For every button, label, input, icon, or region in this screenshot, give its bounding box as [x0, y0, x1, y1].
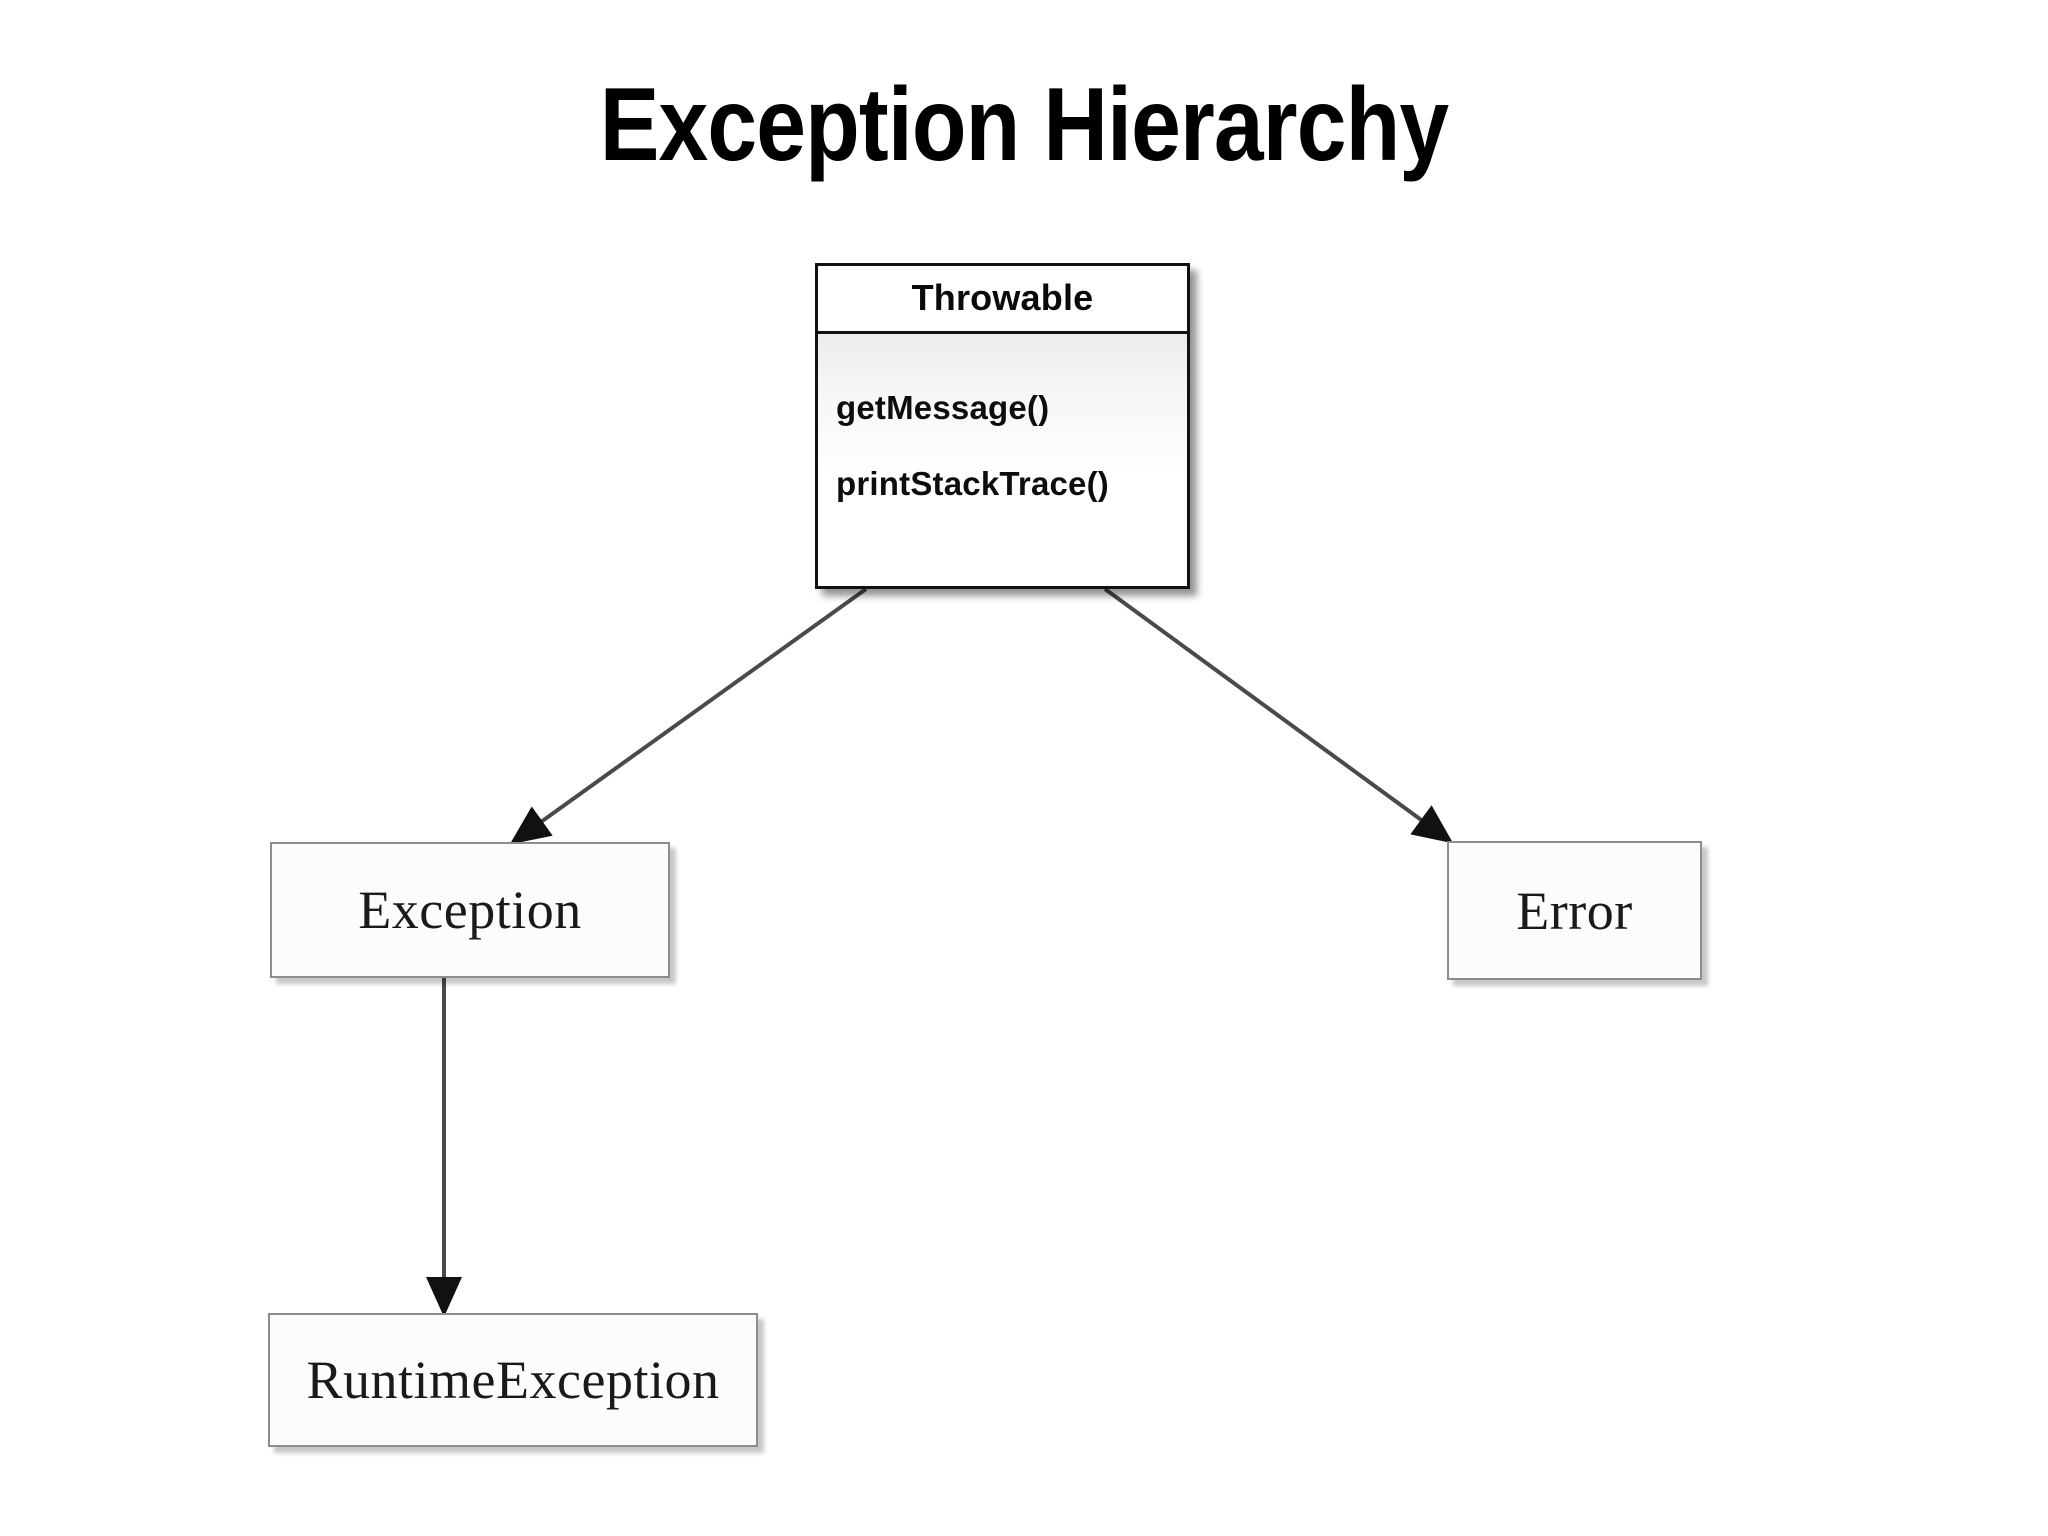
class-box-error[interactable]: Error	[1447, 841, 1702, 980]
class-name-exception: Exception	[358, 880, 582, 940]
class-box-runtimeexception[interactable]: RuntimeException	[268, 1313, 758, 1447]
class-name-throwable: Throwable	[818, 266, 1187, 334]
edge-throwable-error	[1103, 587, 1454, 844]
class-box-throwable[interactable]: Throwable getMessage() printStackTrace()	[815, 263, 1190, 589]
class-name-runtimeexception: RuntimeException	[306, 1350, 720, 1410]
page-title: Exception Hierarchy	[599, 67, 1449, 183]
class-box-exception[interactable]: Exception	[270, 842, 670, 978]
class-name-error: Error	[1516, 880, 1633, 941]
class-methods-throwable: getMessage() printStackTrace()	[818, 334, 1187, 586]
method-print-stack-trace: printStackTrace()	[836, 465, 1109, 502]
edge-throwable-exception	[509, 587, 868, 845]
method-get-message: getMessage()	[836, 389, 1050, 426]
